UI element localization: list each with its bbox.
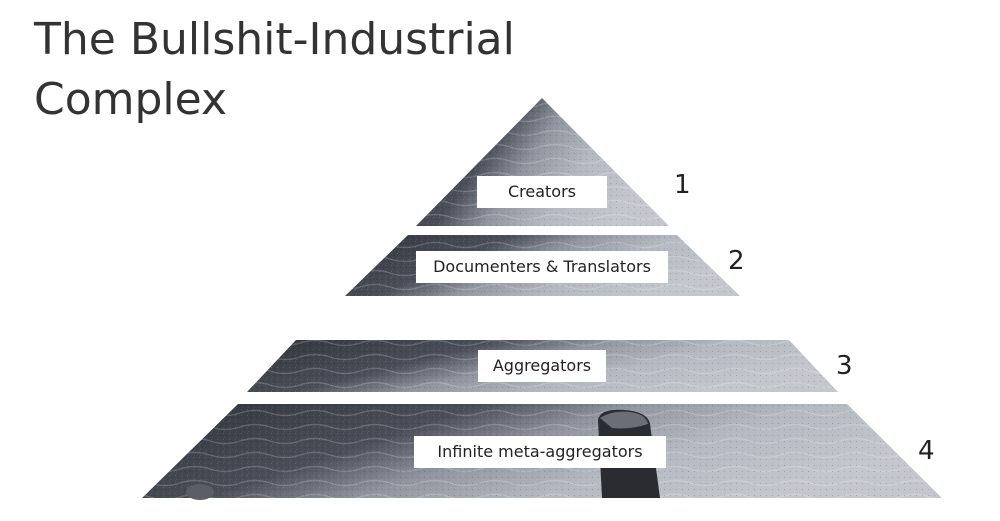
title-line-2: Complex — [34, 74, 227, 125]
tier-number-4: 4 — [918, 436, 935, 466]
tier-label-infinite-meta-aggregators: Infinite meta-aggregators — [414, 436, 666, 468]
title-line-1: The Bullshit-Industrial — [34, 14, 515, 65]
page-title: The Bullshit-Industrial Complex — [34, 10, 515, 130]
tier-number-2: 2 — [728, 246, 745, 276]
tier-4-band — [142, 404, 942, 500]
pebble-shape — [186, 484, 214, 500]
tier-number-1: 1 — [674, 170, 691, 200]
tier-label-aggregators: Aggregators — [478, 350, 606, 382]
tier-label-documenters-translators: Documenters & Translators — [416, 251, 668, 283]
tier-number-3: 3 — [836, 351, 853, 381]
tier-label-creators: Creators — [477, 176, 607, 208]
